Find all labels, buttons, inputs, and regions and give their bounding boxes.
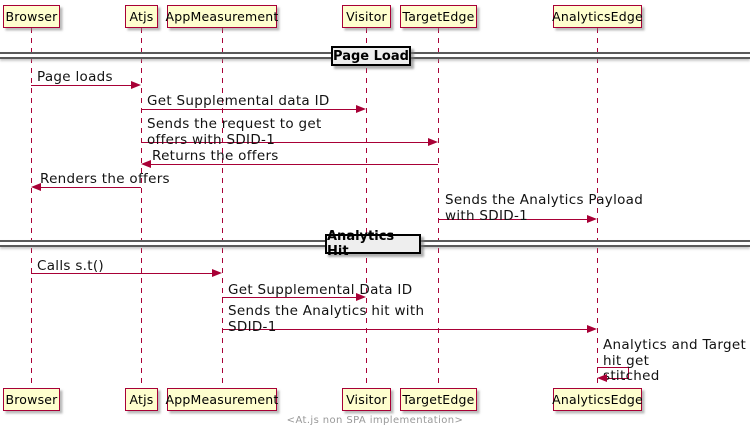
participant-visitor-top: Visitor (342, 5, 391, 28)
message-calls-st-label: Calls s.t() (37, 258, 104, 274)
participant-browser-top: Browser (3, 5, 60, 28)
message-request-offers-label: Sends the request to get offers with SDI… (147, 116, 322, 148)
message-renders-offers-line (39, 187, 141, 188)
message-request-offers-line (141, 142, 430, 143)
arrowhead-right-icon (587, 325, 597, 333)
message-get-sdid-2-line (222, 297, 358, 298)
message-renders-offers-label: Renders the offers (40, 171, 170, 187)
message-analytics-hit-line (222, 329, 589, 330)
message-returns-offers-label: Returns the offers (152, 148, 279, 164)
arrowhead-right-icon (587, 215, 597, 223)
lifeline-targetedge (438, 28, 439, 388)
participant-atjs-top: Atjs (125, 5, 158, 28)
lifeline-analyticsedge (597, 28, 598, 388)
participant-visitor-bottom: Visitor (342, 388, 391, 411)
message-stitched-loop-right (628, 367, 629, 378)
message-analytics-payload-label: Sends the Analytics Payload with SDID-1 (445, 192, 644, 224)
lifeline-atjs (141, 28, 142, 388)
lifeline-browser (31, 28, 32, 388)
message-page-loads-line (31, 85, 133, 86)
message-stitched-loop-bottom (606, 378, 629, 379)
arrowhead-right-icon (428, 138, 438, 146)
participant-analyticsedge-top: AnalyticsEdge (552, 5, 643, 28)
message-calls-st-line (31, 273, 214, 274)
message-get-sdid-1-label: Get Supplemental data ID (147, 93, 330, 109)
participant-browser-bottom: Browser (3, 388, 60, 411)
arrowhead-right-icon (356, 105, 366, 113)
arrowhead-right-icon (356, 293, 366, 301)
footer-note: <At.js non SPA implementation> (286, 415, 464, 426)
arrowhead-right-icon (131, 81, 141, 89)
participant-targetedge-top: TargetEdge (400, 5, 477, 28)
message-page-loads-label: Page loads (37, 69, 113, 85)
participant-appmeasurement-bottom: AppMeasurement (165, 388, 278, 411)
lifeline-appmeasurement (222, 28, 223, 388)
arrowhead-left-icon (597, 374, 607, 382)
participant-atjs-bottom: Atjs (125, 388, 158, 411)
divider-label-analytics-hit: Analytics Hit (325, 229, 421, 259)
participant-appmeasurement-top: AppMeasurement (165, 5, 278, 28)
arrowhead-right-icon (212, 269, 222, 277)
message-returns-offers-line (149, 164, 438, 165)
divider-label-page-load: Page Load (331, 46, 411, 66)
arrowhead-left-icon (141, 160, 151, 168)
message-get-sdid-2-label: Get Supplemental Data ID (228, 282, 413, 298)
lifeline-visitor (366, 28, 367, 388)
arrowhead-left-icon (31, 183, 41, 191)
message-stitched-loop-top (597, 367, 629, 368)
participant-analyticsedge-bottom: AnalyticsEdge (552, 388, 643, 411)
message-get-sdid-1-line (141, 109, 358, 110)
message-analytics-hit-label: Sends the Analytics hit with SDID-1 (228, 303, 425, 335)
participant-targetedge-bottom: TargetEdge (400, 388, 477, 411)
message-analytics-payload-line (438, 219, 589, 220)
message-stitched-label: Analytics and Target hit get stitched (603, 337, 747, 384)
